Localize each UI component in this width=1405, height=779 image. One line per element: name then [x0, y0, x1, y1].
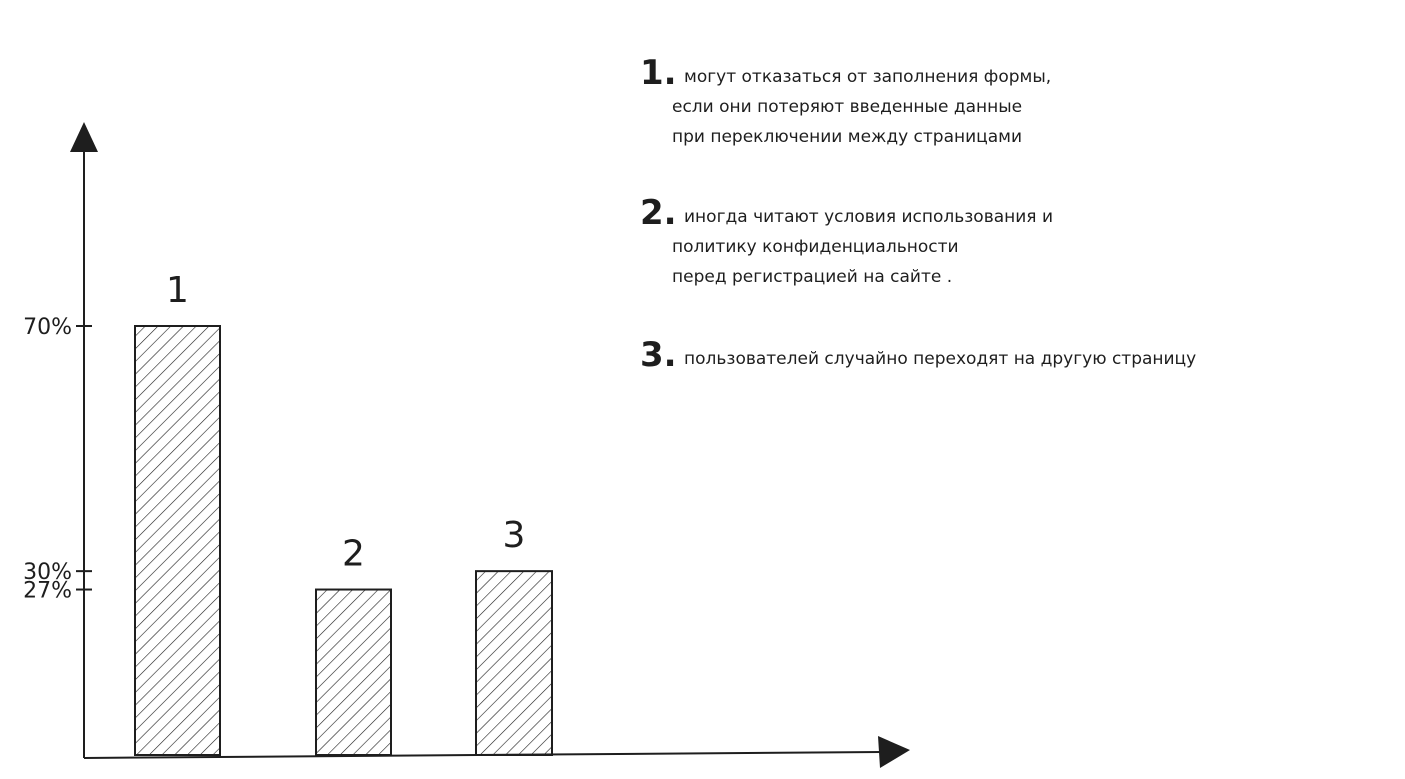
legend-text-line: пользователей случайно переходят на друг… [684, 349, 1196, 369]
legend-item-1: 1. могут отказаться от заполнения формы, е… [640, 53, 1051, 147]
legend: 1. могут отказаться от заполнения формы, е… [640, 53, 1196, 375]
x-axis-arrow-icon [878, 736, 910, 768]
legend-item-3: 3. пользователей случайно переходят на др… [640, 335, 1196, 375]
bar-1 [134, 325, 221, 756]
legend-text-line: перед регистрацией на сайте . [672, 267, 952, 287]
bar-label-3: 3 [503, 515, 526, 556]
bar-2 [315, 588, 392, 756]
legend-text-line: при переключении между страницами [672, 127, 1022, 147]
legend-text-line: могут отказаться от заполнения формы, [684, 67, 1051, 87]
legend-number: 2. [640, 193, 677, 233]
y-tick-label: 27% [23, 579, 72, 604]
y-tick-label: 70% [23, 315, 72, 340]
bar-label-2: 2 [342, 534, 365, 575]
ticks-layer: 70% 30%27% [23, 315, 92, 604]
legend-text-line: политику конфиденциальности [672, 237, 959, 257]
legend-number: 1. [640, 53, 677, 93]
y-axis-arrow-icon [70, 122, 98, 152]
y-tick-label: 30% [23, 560, 72, 585]
bar-label-1: 1 [166, 270, 189, 311]
bar-3 [475, 570, 553, 757]
legend-number: 3. [640, 335, 677, 375]
legend-text-line: если они потеряют введенные данные [672, 97, 1022, 117]
bars-layer: 1 2 3 [134, 270, 553, 757]
legend-item-2: 2. иногда читают условия использования и п… [640, 193, 1053, 287]
legend-text-line: иногда читают условия использования и [684, 207, 1053, 227]
